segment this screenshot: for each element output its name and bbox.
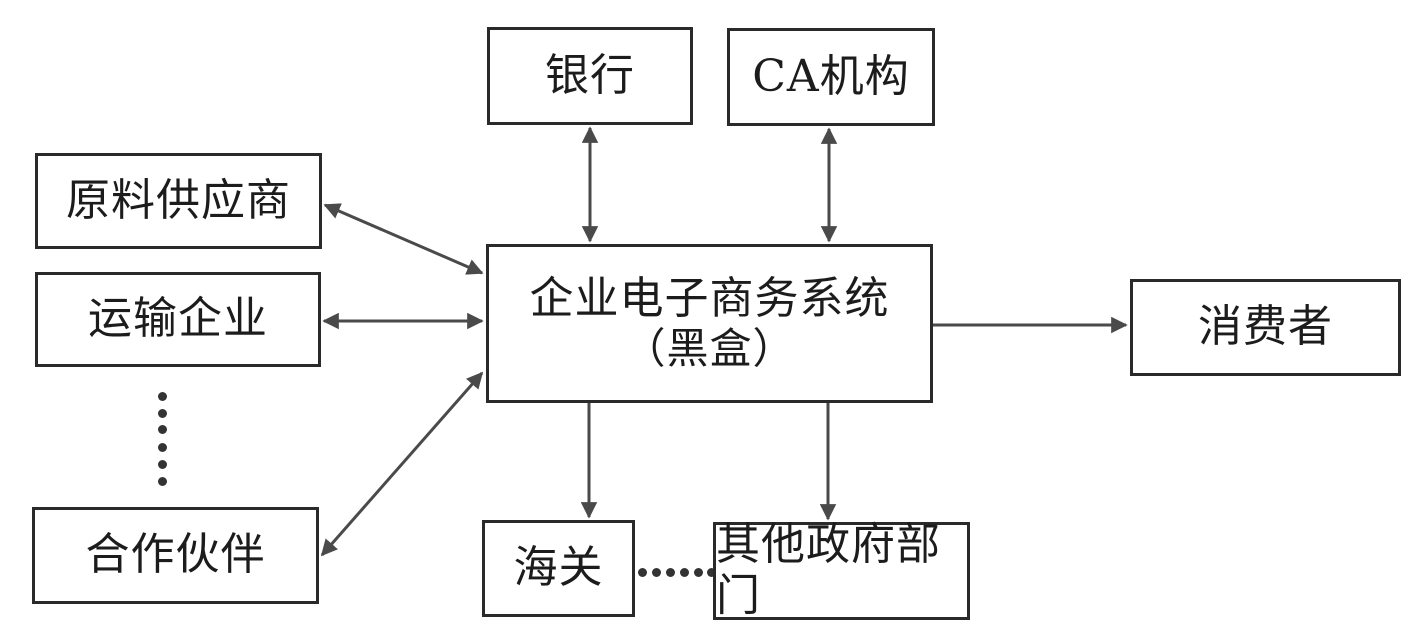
edge-supplier-center bbox=[323, 203, 484, 275]
node-ca: CA机构 bbox=[727, 28, 935, 126]
center-title: 企业电子商务系统 bbox=[529, 273, 890, 325]
ellipsis-dot bbox=[680, 568, 689, 577]
ellipsis-dot bbox=[158, 477, 167, 486]
node-other-gov-label: 其他政府部门 bbox=[716, 519, 941, 621]
ellipsis-dot bbox=[158, 409, 167, 418]
ellipsis-dot bbox=[694, 568, 703, 577]
ellipsis-dot bbox=[158, 425, 167, 434]
center-subtitle: （黑盒） bbox=[623, 323, 796, 373]
node-transport: 运输企业 bbox=[35, 272, 321, 367]
node-transport-label: 运输企业 bbox=[88, 293, 268, 345]
node-bank: 银行 bbox=[487, 27, 693, 125]
node-other-gov: 其他政府部门 bbox=[713, 519, 970, 621]
ellipsis-dot bbox=[158, 460, 167, 469]
node-bank-label: 银行 bbox=[545, 49, 635, 101]
node-partner-label: 合作伙伴 bbox=[85, 529, 266, 581]
ellipsis-dot bbox=[158, 392, 167, 401]
node-ca-label: CA机构 bbox=[752, 50, 910, 102]
node-partner: 合作伙伴 bbox=[32, 507, 319, 604]
edge-partner-center bbox=[320, 371, 484, 557]
node-center-system: 企业电子商务系统 （黑盒） bbox=[486, 244, 933, 403]
ellipsis-dot bbox=[666, 568, 675, 577]
node-customs-label: 海关 bbox=[513, 542, 604, 594]
node-consumer: 消费者 bbox=[1130, 279, 1401, 376]
ellipsis-dot bbox=[158, 443, 167, 452]
node-consumer-label: 消费者 bbox=[1198, 301, 1333, 353]
node-customs: 海关 bbox=[482, 520, 635, 617]
ellipsis-dot bbox=[707, 568, 716, 577]
ellipsis-dot bbox=[638, 568, 647, 577]
node-supplier: 原料供应商 bbox=[35, 153, 322, 249]
ellipsis-dot bbox=[652, 568, 661, 577]
node-supplier-label: 原料供应商 bbox=[66, 174, 291, 226]
